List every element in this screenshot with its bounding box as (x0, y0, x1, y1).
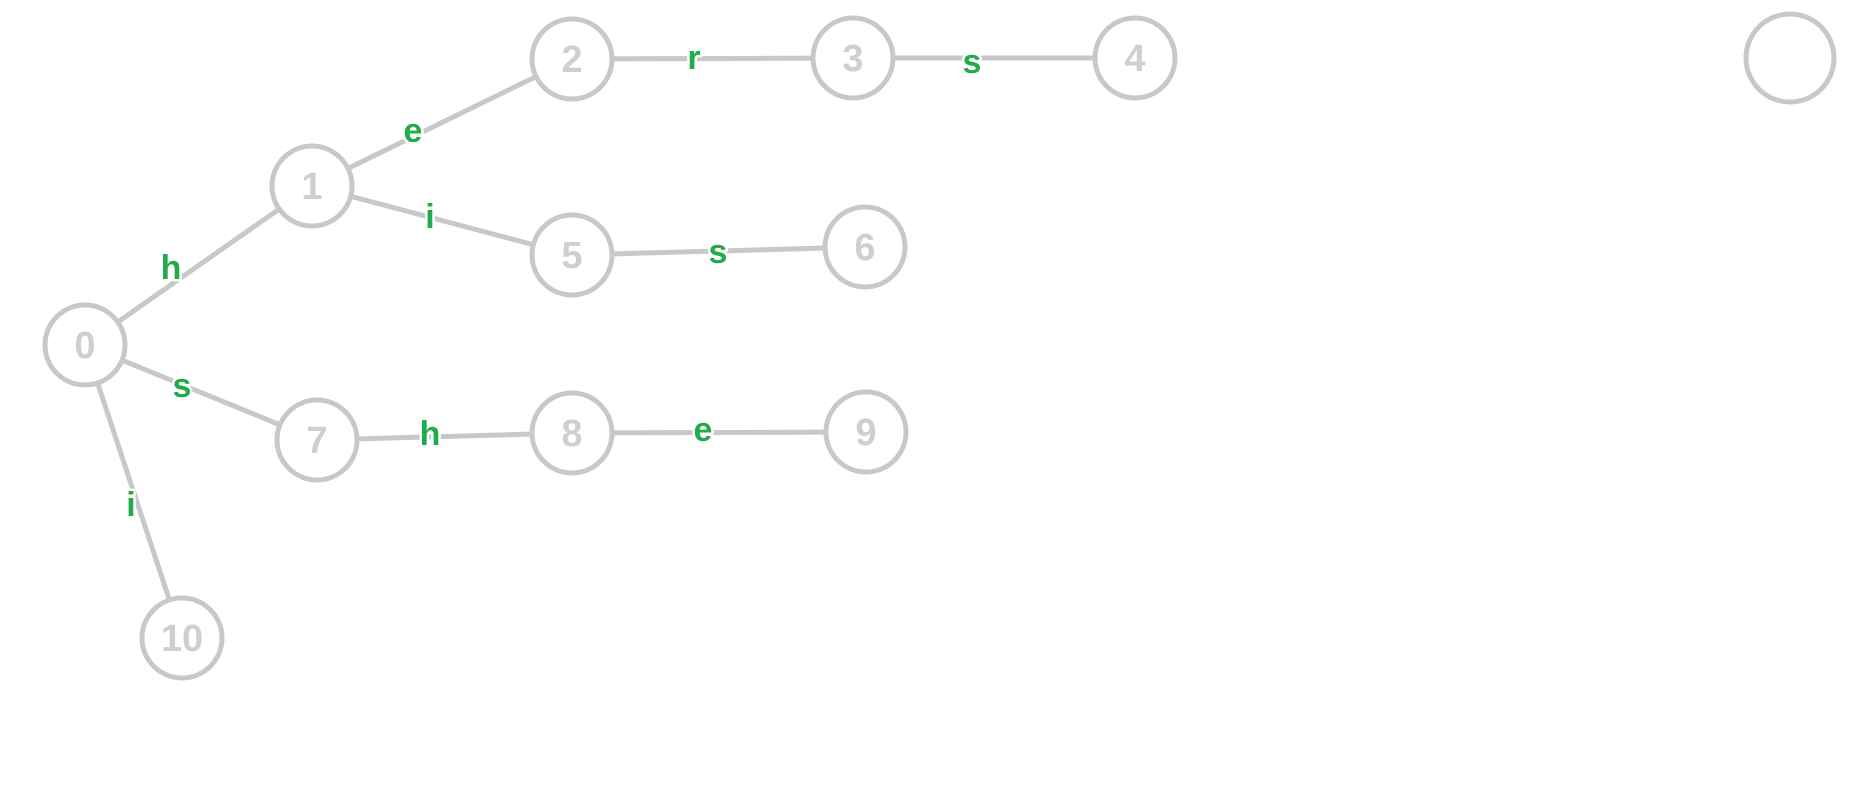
graph-edge-label: s (709, 233, 728, 271)
graph-edge[interactable] (119, 357, 283, 428)
graph-node-label: 5 (561, 235, 582, 277)
graph-node[interactable] (1092, 15, 1178, 101)
graph-node[interactable] (822, 204, 908, 290)
graph-edge[interactable] (348, 193, 536, 248)
graph-edge[interactable] (94, 380, 173, 603)
graph-node[interactable] (529, 212, 615, 298)
graph-node-label: 7 (306, 420, 327, 462)
graph-node-label: 10 (161, 618, 203, 660)
graph-edge-label: r (687, 39, 700, 77)
graph-node[interactable] (269, 143, 355, 229)
graph-node-label: 8 (561, 413, 582, 455)
graph-edge[interactable] (114, 205, 283, 326)
edges-layer (94, 55, 1097, 603)
graph-edge-label: i (425, 198, 434, 236)
graph-edge-label: e (404, 112, 423, 150)
graph-node[interactable] (823, 389, 909, 475)
graph-edge-label: s (173, 367, 192, 405)
graph-edge[interactable] (345, 73, 539, 172)
graph-edge[interactable] (609, 245, 828, 257)
graph-node-label: 4 (1124, 38, 1145, 80)
graph-edge-label: e (694, 411, 713, 449)
nodes-layer: 0 1 2 3 4 5 6 7 8 9 10 (42, 11, 1837, 681)
graph-edge[interactable] (354, 431, 535, 442)
graph-edge[interactable] (609, 429, 829, 436)
graph-node[interactable] (139, 595, 225, 681)
graph-edge-label: s (963, 43, 982, 81)
graph-node-label: 6 (854, 227, 875, 269)
graph-edge[interactable] (609, 55, 816, 62)
graph-node[interactable] (529, 390, 615, 476)
graph-node-label: 2 (561, 39, 582, 81)
graph-node[interactable] (1743, 11, 1837, 105)
graph-edge-label: h (161, 249, 182, 287)
graph-node[interactable] (529, 16, 615, 102)
graph-node-label: 9 (855, 412, 876, 454)
edge-labels-layer: h e r s i s s h e i (124, 37, 984, 527)
graph-node[interactable] (42, 302, 128, 388)
graph-node-label: 3 (842, 38, 863, 80)
graph-node-label: 1 (301, 166, 322, 208)
graph-node[interactable] (810, 15, 896, 101)
graph-edge-label: h (420, 415, 441, 453)
graph-node[interactable] (274, 397, 360, 483)
graph-node-label: 0 (74, 325, 95, 367)
graph-edge-label: i (126, 486, 135, 524)
